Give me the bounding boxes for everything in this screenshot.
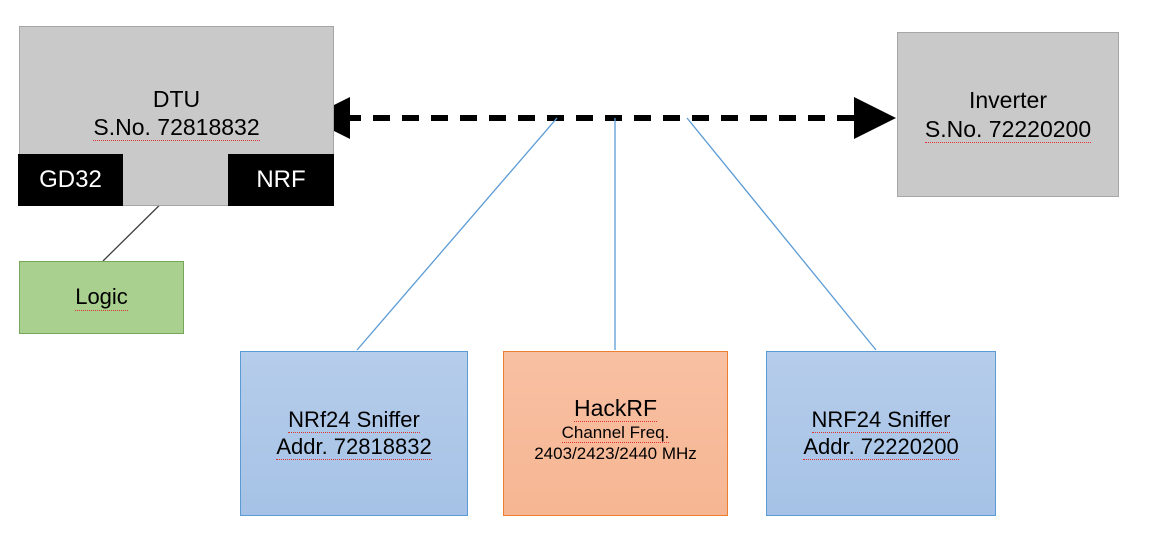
tap-line-sniffer-left bbox=[356, 117, 558, 351]
inverter-serial: S.No. 72220200 bbox=[924, 115, 1092, 143]
sniffer-right-block[interactable]: NRF24 Sniffer Addr. 72220200 bbox=[766, 351, 996, 516]
logic-analyzer-label: Logic bbox=[75, 284, 128, 312]
sniffer-right-address-text: Addr. 72220200 bbox=[803, 433, 959, 460]
sniffer-left-name: NRf24 Sniffer bbox=[288, 406, 420, 434]
sniffer-left-address-text: Addr. 72818832 bbox=[276, 433, 432, 460]
sniffer-left-block[interactable]: NRf24 Sniffer Addr. 72818832 bbox=[240, 351, 468, 516]
dtu-chip-nrf-label: NRF bbox=[256, 166, 306, 193]
sniffer-right-name: NRF24 Sniffer bbox=[811, 406, 951, 434]
hackrf-title-text: HackRF bbox=[573, 395, 658, 422]
hackrf-block[interactable]: HackRF Channel Freq. 2403/2423/2440 MHz bbox=[503, 351, 728, 516]
sniffer-left-address: Addr. 72818832 bbox=[276, 433, 432, 461]
dtu-serial-text: S.No. 72818832 bbox=[93, 114, 260, 142]
dtu-chip-gd32[interactable]: GD32 bbox=[18, 154, 123, 206]
hackrf-subtitle: Channel Freq. bbox=[561, 423, 670, 444]
logic-analyzer-block[interactable]: Logic bbox=[19, 261, 184, 334]
inverter-serial-text: S.No. 72220200 bbox=[924, 115, 1092, 143]
hackrf-subtitle-text: Channel Freq. bbox=[561, 423, 670, 444]
dtu-chip-gd32-label: GD32 bbox=[39, 166, 102, 193]
hackrf-title: HackRF bbox=[573, 394, 658, 422]
sniffer-right-address: Addr. 72220200 bbox=[803, 433, 959, 461]
dtu-title: DTU bbox=[152, 86, 201, 112]
hackrf-frequencies: 2403/2423/2440 MHz bbox=[534, 443, 697, 463]
inverter-title: Inverter bbox=[969, 87, 1047, 114]
sniffer-right-name-text: NRF24 Sniffer bbox=[811, 406, 951, 433]
inverter-block[interactable]: Inverter S.No. 72220200 bbox=[897, 32, 1119, 197]
dtu-serial: S.No. 72818832 bbox=[93, 113, 260, 142]
tap-line-sniffer-right bbox=[686, 117, 877, 351]
dtu-chip-nrf[interactable]: NRF bbox=[228, 154, 334, 206]
sniffer-left-name-text: NRf24 Sniffer bbox=[288, 406, 420, 433]
